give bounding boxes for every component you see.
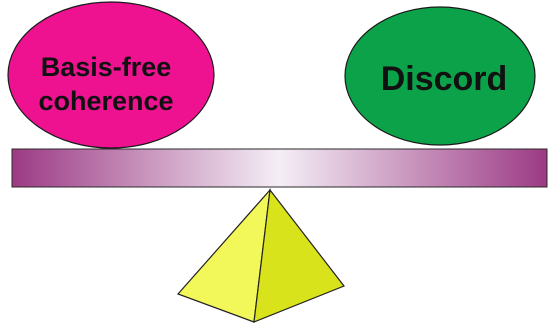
basis-free-coherence-node: Basis-free coherence (7, 1, 215, 149)
fulcrum-pyramid (176, 188, 345, 323)
right-ellipse-label: Discord (381, 60, 508, 98)
seesaw-beam (11, 148, 548, 188)
left-ellipse-shape (7, 1, 215, 149)
left-ellipse-label-line1: Basis-free (41, 52, 172, 82)
pyramid-right-face (253, 188, 345, 323)
left-ellipse-label-line2: coherence (38, 86, 173, 116)
discord-node: Discord (344, 6, 536, 146)
right-ellipse-shape (344, 6, 536, 146)
